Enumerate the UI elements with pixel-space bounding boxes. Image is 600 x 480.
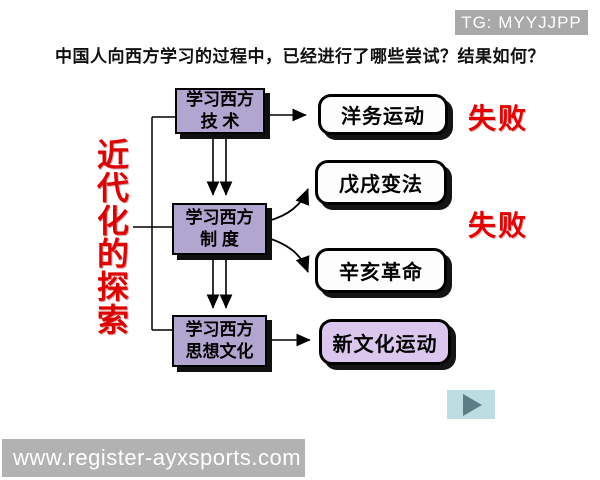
stage-label-line: 学习西方 [186, 89, 254, 109]
result-label-failure-2: 失败 [468, 210, 529, 241]
movement-box-new-culture: 新文化运动 [319, 319, 451, 365]
play-icon [462, 393, 482, 416]
stage-label-line: 学习西方 [185, 207, 254, 227]
movement-box-yangwu: 洋务运动 [318, 94, 448, 135]
slide-question-title: 中国人向西方学习的过程中，已经进行了哪些尝试？结果如何？ [55, 47, 545, 66]
result-label-failure-1: 失败 [468, 103, 529, 134]
movement-box-xinhai: 辛亥革命 [315, 248, 447, 293]
next-slide-button[interactable] [447, 390, 495, 419]
stage-box-learn-culture: 学习西方 思想文化 [172, 315, 267, 367]
stage-label-line: 思想文化 [185, 342, 254, 361]
stage-box-learn-system: 学习西方 制 度 [172, 203, 267, 255]
stage-label-line: 学习西方 [185, 319, 254, 339]
stage-label-line: 制 度 [200, 230, 239, 249]
watermark-url: www.register-ayxsports.com [2, 439, 305, 477]
stage-label-line: 技 术 [200, 112, 240, 131]
arrow-system-to-wuxu [267, 188, 309, 222]
arrow-system-to-xinhai [267, 237, 310, 273]
movement-box-wuxu: 戊戌变法 [315, 160, 447, 205]
tg-badge: TG: MYYJJPP [455, 10, 588, 35]
stage-box-learn-technology: 学习西方 技 术 [175, 88, 265, 134]
theme-label-modernization: 近代化的探索 [93, 138, 129, 336]
